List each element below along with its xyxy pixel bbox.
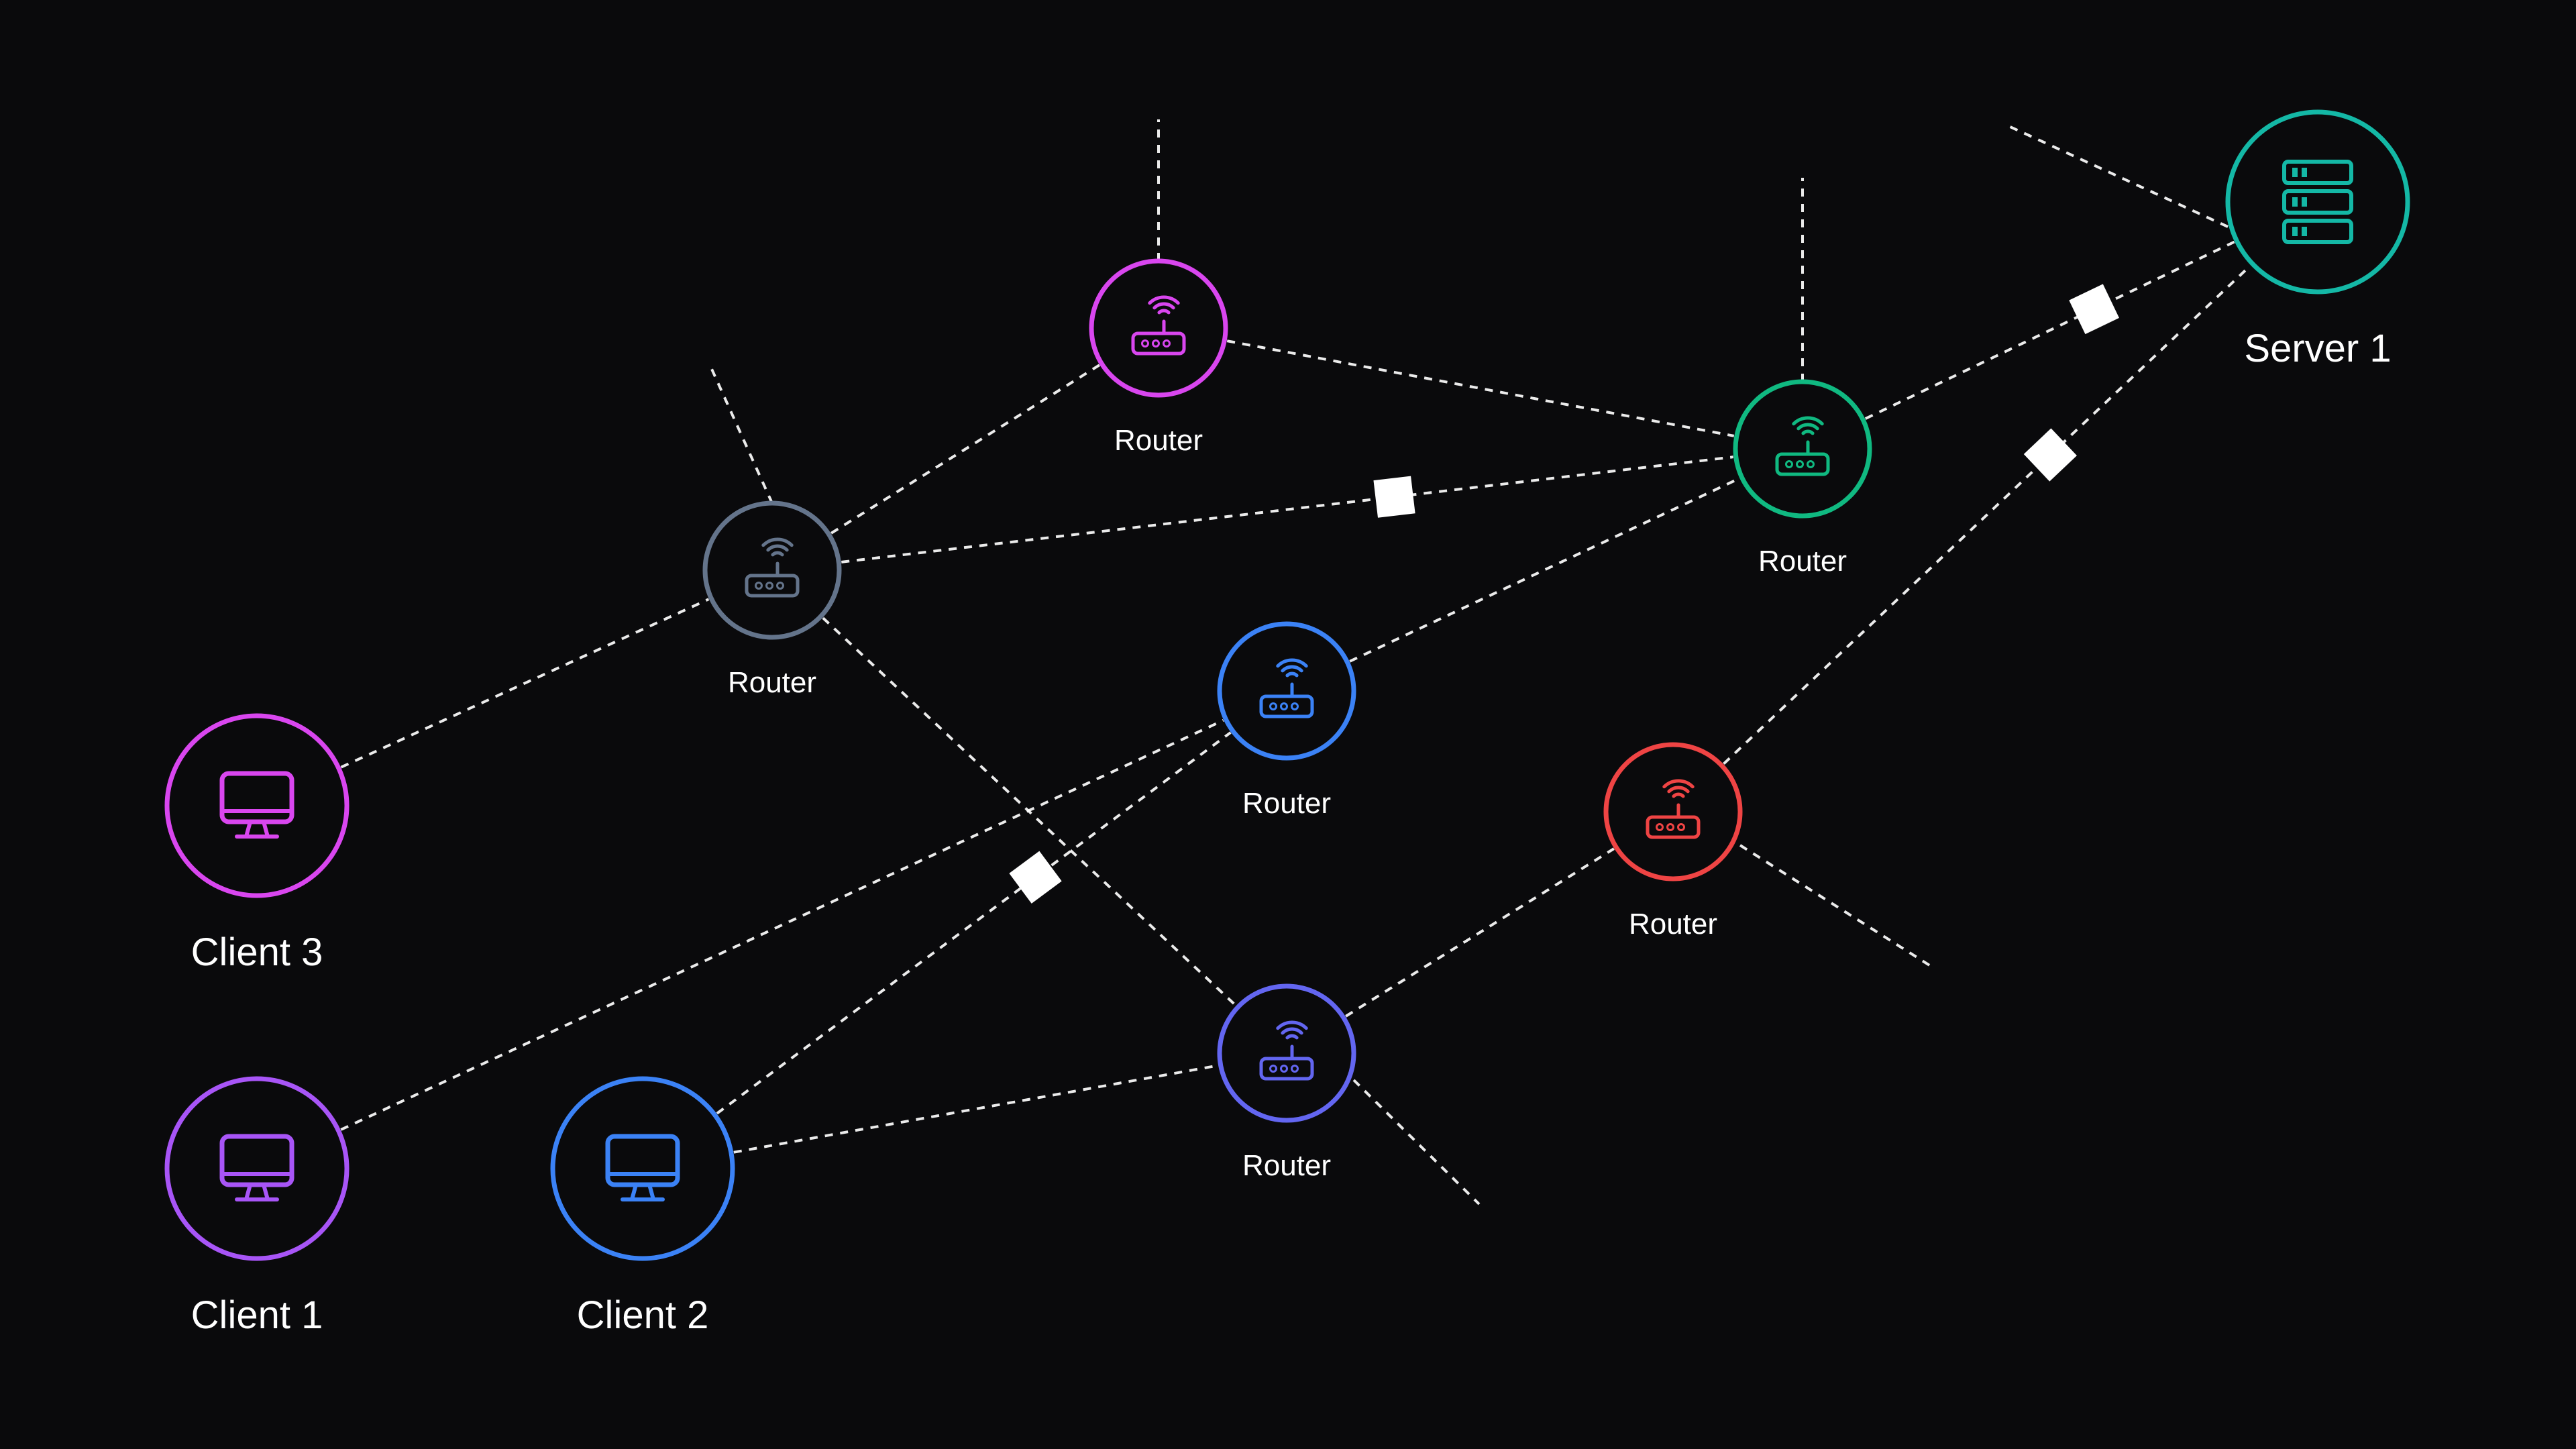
router-icon — [745, 537, 800, 598]
links-layer — [340, 119, 2252, 1205]
link-router_blue-router_green — [1349, 477, 1740, 663]
client-label: Client 1 — [191, 1293, 323, 1337]
node-ring — [550, 1076, 735, 1261]
router-node-router-magenta[interactable]: Router — [1089, 258, 1228, 457]
link-client2-router_blue — [716, 731, 1232, 1115]
link-client3-router_gray — [340, 598, 710, 769]
stub-server-left — [2005, 123, 2229, 228]
link-router_gray-router_magenta — [830, 364, 1100, 535]
router-node-router-indigo[interactable]: Router — [1217, 983, 1356, 1182]
monitor-icon — [605, 1134, 680, 1201]
node-ring — [164, 713, 350, 898]
stub-indigo-down — [1352, 1079, 1481, 1205]
node-ring — [1089, 258, 1228, 398]
link-router_magenta-router_green — [1226, 339, 1735, 437]
router-label: Router — [1114, 424, 1203, 457]
link-router_indigo-router_red — [1345, 847, 1615, 1018]
node-ring — [1217, 983, 1356, 1123]
packet-router_red-server1 — [2023, 428, 2077, 482]
router-icon — [1259, 1020, 1314, 1081]
packets-layer — [1009, 284, 2119, 904]
router-icon — [1131, 295, 1186, 356]
router-icon — [1646, 779, 1701, 839]
link-router_gray-router_green — [841, 455, 1733, 564]
link-router_green-server1 — [1864, 240, 2235, 420]
client-node-client1[interactable]: Client 1 — [164, 1076, 350, 1337]
router-label: Router — [728, 666, 816, 699]
packet-router_gray-router_green — [1373, 476, 1415, 518]
server-icon — [2282, 160, 2353, 244]
stub-gray-up — [710, 367, 773, 504]
router-label: Router — [1242, 787, 1331, 820]
router-label: Router — [1242, 1149, 1331, 1182]
packet-router_green-server1 — [2069, 284, 2119, 335]
stub-red-down — [1739, 844, 1932, 967]
server-label: Server 1 — [2244, 327, 2391, 370]
node-ring — [702, 500, 842, 640]
node-ring — [1217, 621, 1356, 761]
router-label: Router — [1629, 908, 1717, 941]
router-node-router-green[interactable]: Router — [1733, 379, 1872, 578]
server-node-server1[interactable]: Server 1 — [2225, 109, 2410, 370]
link-router_red-server1 — [1723, 264, 2252, 765]
link-client1-router_blue — [340, 718, 1224, 1131]
client-node-client3[interactable]: Client 3 — [164, 713, 350, 974]
node-ring — [1603, 742, 1743, 881]
client-node-client2[interactable]: Client 2 — [550, 1076, 735, 1337]
node-ring — [1733, 379, 1872, 519]
packet-client2-router_blue — [1009, 851, 1062, 904]
monitor-icon — [219, 771, 294, 839]
router-icon — [1259, 658, 1314, 718]
router-node-router-red[interactable]: Router — [1603, 742, 1743, 941]
node-ring — [2225, 109, 2410, 294]
client-label: Client 2 — [577, 1293, 709, 1337]
monitor-icon — [219, 1134, 294, 1201]
router-icon — [1775, 416, 1830, 476]
router-node-router-blue[interactable]: Router — [1217, 621, 1356, 820]
link-client2-router_indigo — [733, 1064, 1218, 1154]
router-node-router-gray[interactable]: Router — [702, 500, 842, 699]
router-label: Router — [1758, 545, 1847, 578]
client-label: Client 3 — [191, 930, 323, 974]
node-ring — [164, 1076, 350, 1261]
